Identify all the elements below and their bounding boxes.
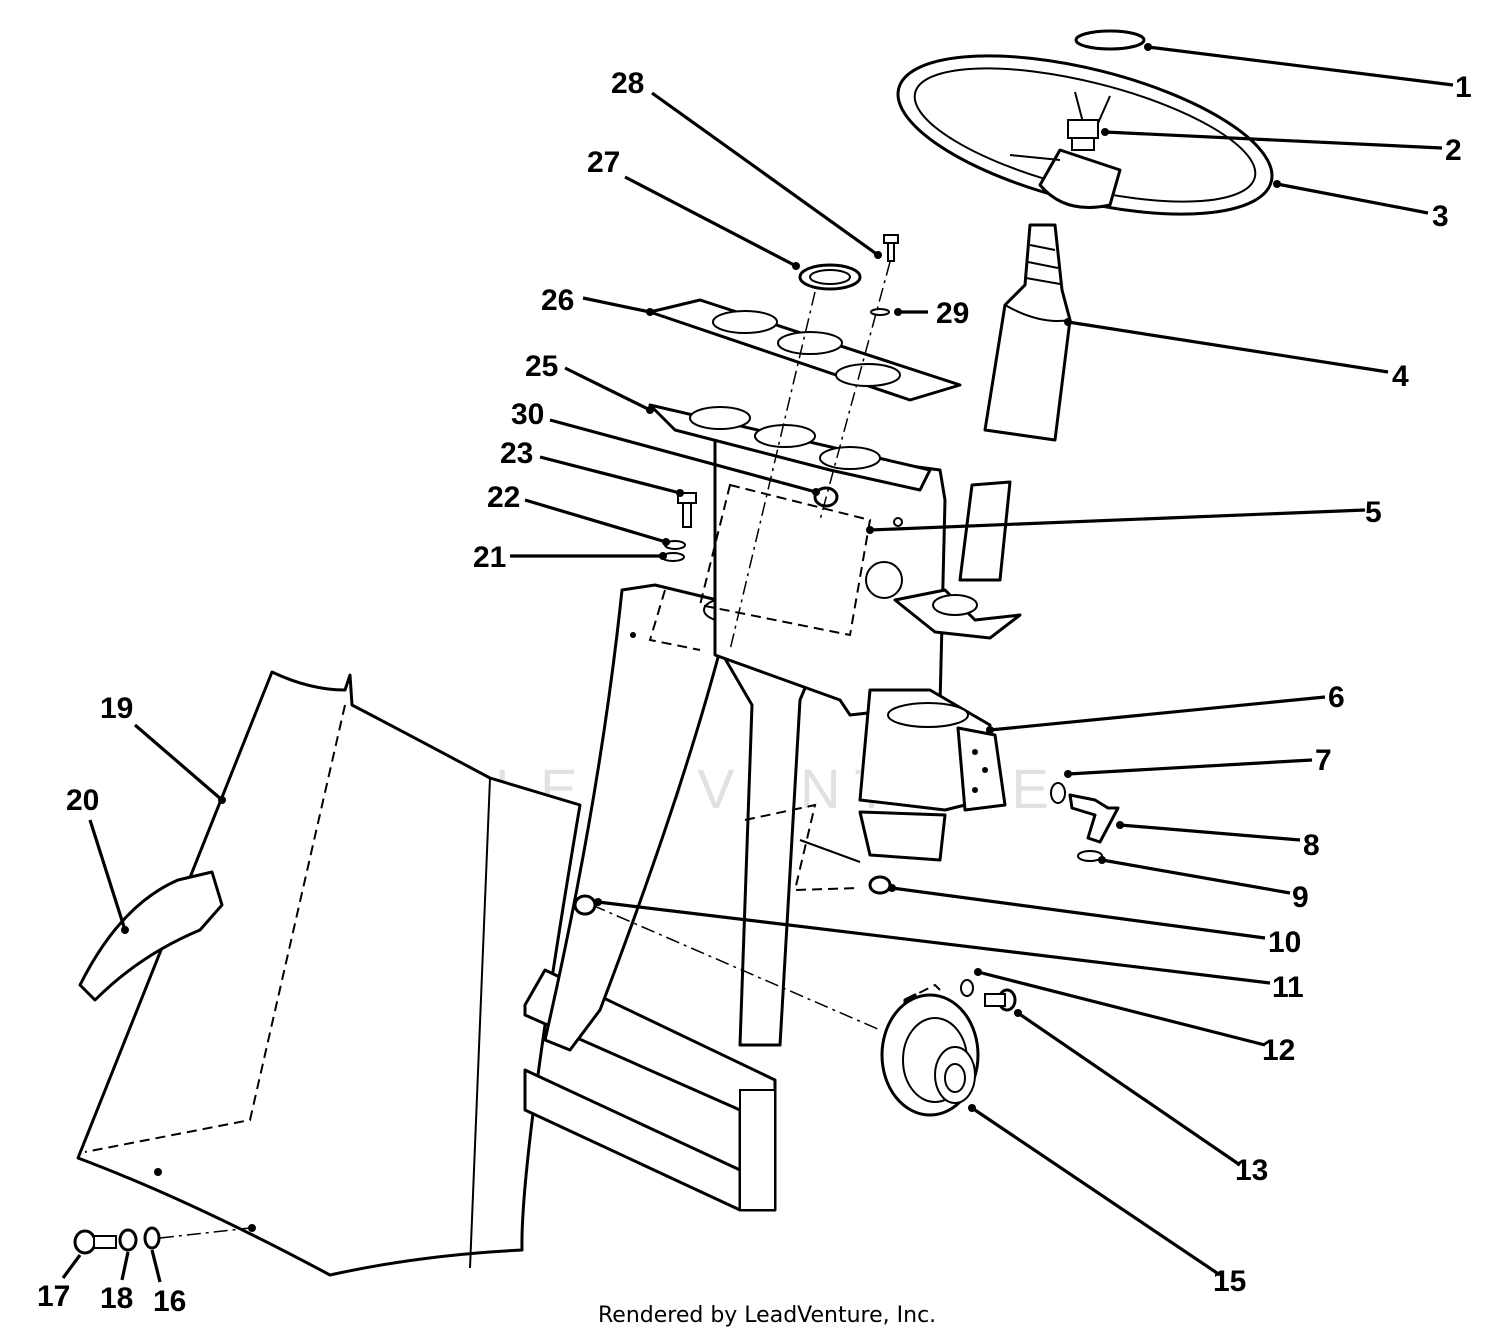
callout-5: 5: [1365, 496, 1382, 529]
callout-6: 6: [1328, 681, 1345, 714]
callout-8: 8: [1303, 829, 1320, 862]
callout-28: 28: [611, 67, 644, 100]
part-10-bolt: [868, 875, 892, 895]
axis-line-16: [159, 1227, 251, 1239]
footer-credit: Rendered by LeadVenture, Inc.: [598, 1303, 936, 1328]
callout-21: 21: [473, 541, 506, 574]
callout-25: 25: [525, 350, 558, 383]
part-18-lockwasher: [118, 1228, 138, 1252]
callout-3: 3: [1432, 200, 1449, 233]
callout-22: 22: [487, 481, 520, 514]
callout-26: 26: [541, 284, 574, 317]
callout-11: 11: [1272, 971, 1304, 1004]
part-23-bolt: [677, 492, 697, 528]
part-19-dash-cowl: [76, 670, 582, 1277]
leader-lines: [61, 43, 1454, 1283]
callout-7: 7: [1315, 744, 1332, 777]
part-4-column: [983, 223, 1072, 442]
part-11-nut: [573, 894, 597, 916]
callout-9: 9: [1292, 881, 1309, 914]
part-6-steering-gear: [858, 688, 1007, 862]
callout-10: 10: [1268, 926, 1301, 959]
callout-23: 23: [500, 437, 533, 470]
part-7-oring: [1050, 782, 1066, 804]
callout-17: 17: [37, 1280, 70, 1313]
part-1-cap: [1074, 29, 1146, 51]
callout-29: 29: [936, 297, 969, 330]
callout-20: 20: [66, 784, 99, 817]
callout-13: 13: [1235, 1154, 1268, 1187]
callout-30: 30: [511, 398, 544, 431]
callout-16: 16: [153, 1285, 186, 1318]
gear-mount-plate: [799, 839, 861, 863]
gear-mount-line: [744, 803, 861, 892]
callout-numbers: 1 2 3 4 5 6 7 8 9 10 11 12 13 15 16 17 1…: [37, 67, 1472, 1318]
part-29-washer: [870, 308, 890, 316]
part-15-pulley: [880, 993, 980, 1117]
callout-19: 19: [100, 692, 133, 725]
axis-line-left: [729, 291, 816, 651]
part-12-washer: [960, 979, 974, 997]
callout-4: 4: [1392, 360, 1409, 393]
part-17-bolt: [73, 1229, 117, 1255]
callout-2: 2: [1445, 134, 1462, 167]
part-13-bolt: [984, 988, 1017, 1012]
part-16-washer: [143, 1226, 161, 1250]
part-27-bezel: [798, 263, 862, 291]
steering-shaft-bracket: [893, 480, 1022, 640]
axis-line-11: [591, 904, 881, 1031]
callout-1: 1: [1455, 71, 1472, 104]
axis-line-right: [819, 261, 891, 521]
part-26-cover-plate: [648, 298, 962, 402]
part-8-elbow-fitting: [1068, 793, 1120, 844]
part-28-screw: [883, 234, 899, 262]
callout-18: 18: [100, 1282, 133, 1315]
part-20-hose: [78, 870, 224, 1002]
callout-27: 27: [587, 146, 620, 179]
callout-12: 12: [1262, 1034, 1295, 1067]
pulley-mount-line: [904, 983, 941, 1001]
callout-15: 15: [1213, 1265, 1246, 1298]
part-2-nut: [1067, 119, 1099, 151]
